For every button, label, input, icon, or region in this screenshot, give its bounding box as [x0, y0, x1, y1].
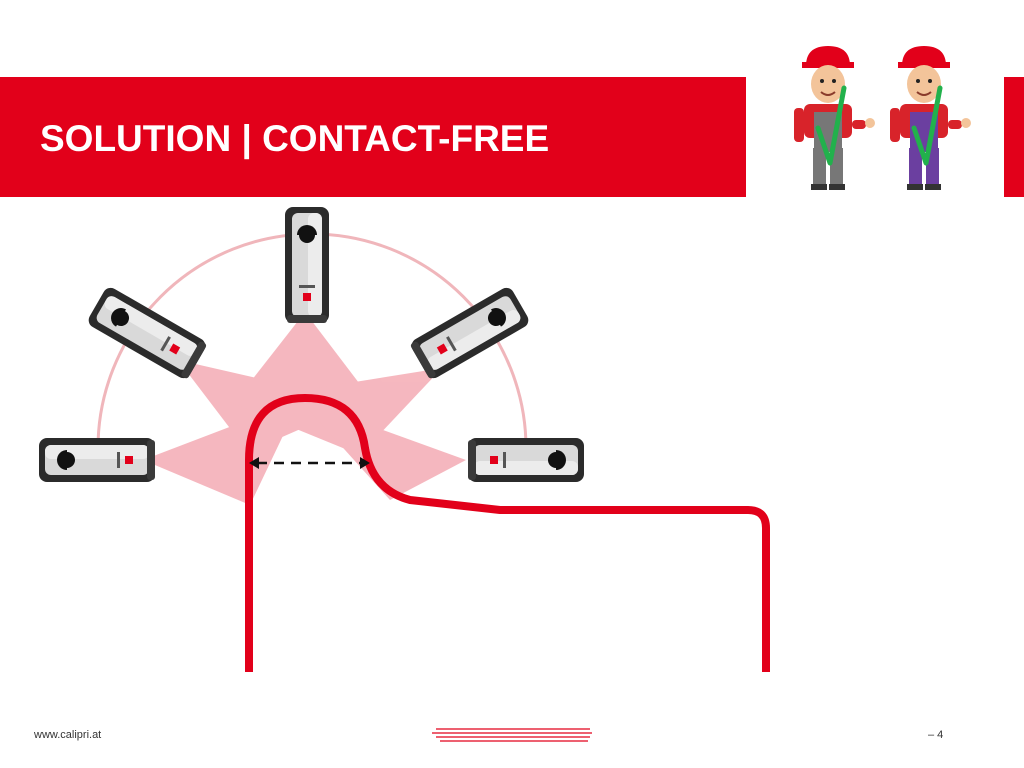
- sensor-device-upper-left: [85, 284, 209, 382]
- sensor-device-left: [39, 438, 155, 482]
- page-title: SOLUTION | CONTACT-FREE: [40, 118, 550, 159]
- wheel-profile-line: [245, 394, 770, 672]
- beam-left: [143, 400, 300, 505]
- title-banner: [0, 77, 746, 197]
- footer-url: www.calipri.at: [34, 729, 102, 741]
- beam-upper-right: [230, 368, 442, 455]
- page-number: – 4: [928, 729, 944, 741]
- sensor-device-top: [285, 207, 329, 323]
- worker-green-checkmark: [794, 46, 875, 190]
- sensor-device-upper-right: [408, 284, 532, 382]
- beam-right: [300, 400, 466, 500]
- sensor-device-right: [468, 438, 584, 482]
- edge-accent: [1004, 77, 1024, 197]
- measurement-arrow: [249, 457, 370, 469]
- worker-purple-checkmark: [890, 46, 971, 190]
- footer-decoration: [432, 728, 592, 742]
